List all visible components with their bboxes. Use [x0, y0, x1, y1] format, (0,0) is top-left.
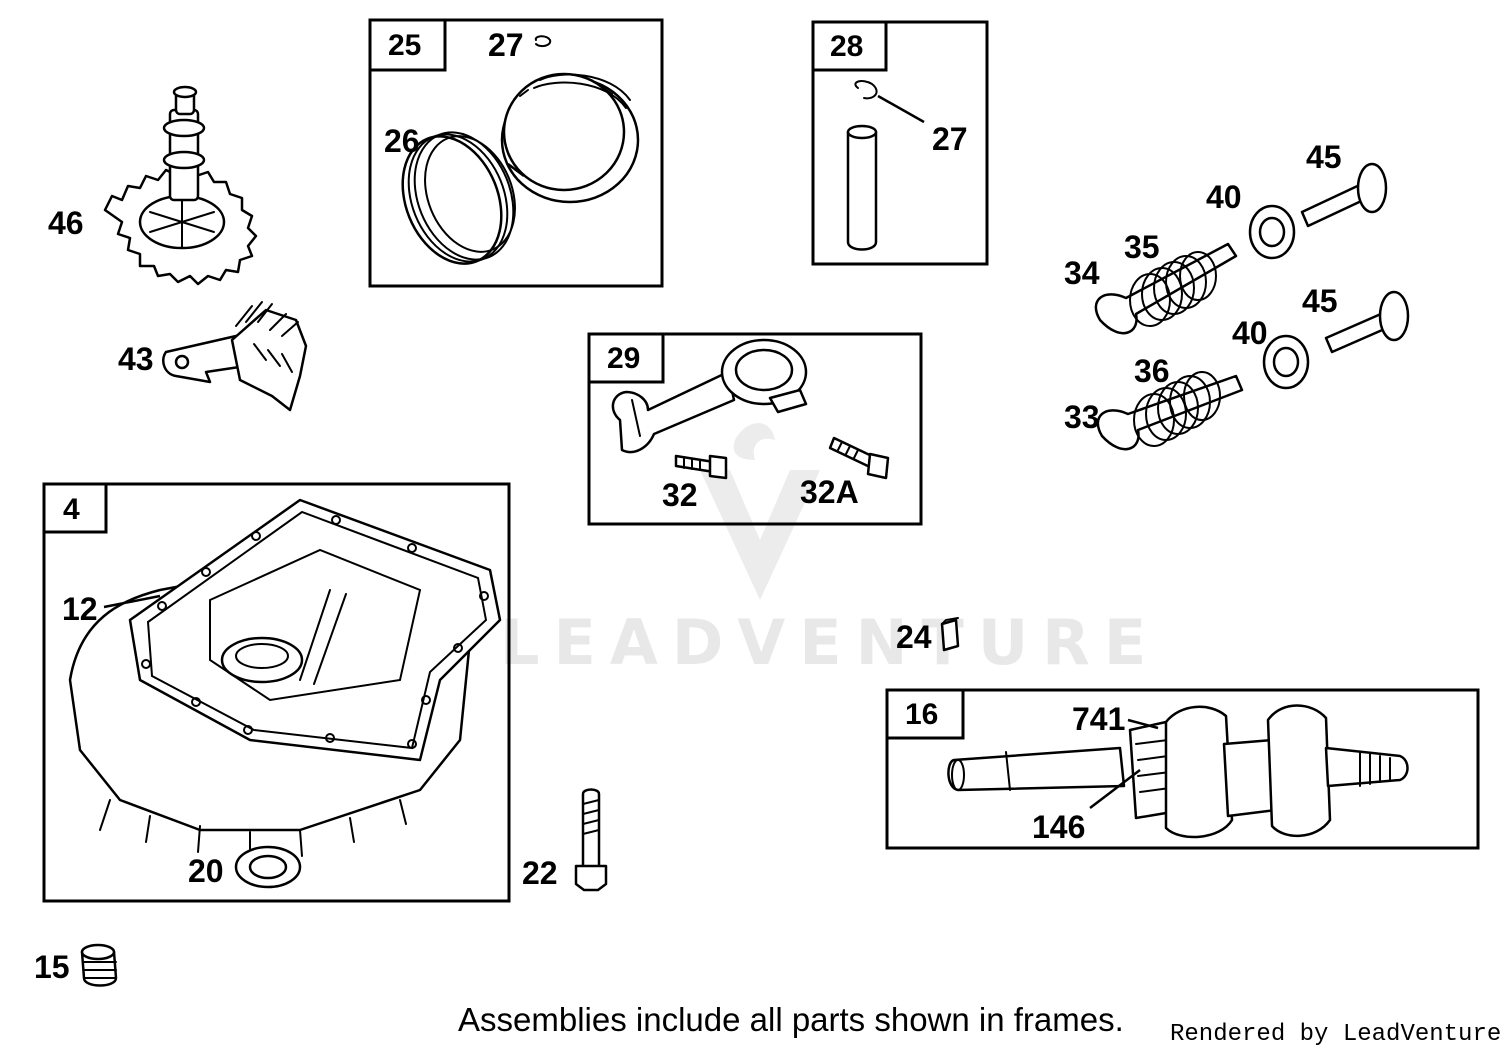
callout-27-b: 27: [932, 121, 968, 157]
callout-40-a: 40: [1206, 179, 1242, 215]
callout-22: 22: [522, 855, 558, 891]
watermark: LEADVENTURE: [500, 423, 1160, 679]
frame-4-sump[interactable]: 4: [42, 482, 511, 903]
frame-25-tag: 25: [388, 29, 421, 62]
rendered-by-credit: Rendered by LeadVenture, Inc.: [1170, 1021, 1500, 1048]
callout-46: 46: [48, 205, 84, 241]
callout-24: 24: [896, 619, 932, 655]
frame-28-tag: 28: [830, 30, 863, 63]
gasket-bolt-holes: [141, 515, 489, 749]
frame-29-connecting-rod[interactable]: 29 32 32A: [587, 332, 923, 526]
frame-16-tag: 16: [905, 698, 938, 731]
frame-28-piston-pin[interactable]: 28 27: [811, 20, 989, 266]
callout-34: 34: [1064, 255, 1100, 291]
part-24-key[interactable]: [940, 617, 960, 652]
piston: [500, 72, 640, 204]
callout-32: 32: [662, 477, 698, 513]
assemblies-note: Assemblies include all parts shown in fr…: [458, 1001, 1124, 1038]
callout-32A: 32A: [800, 474, 859, 510]
callout-12: 12: [62, 591, 98, 627]
valve-spring-35: [1129, 251, 1217, 327]
callout-20: 20: [188, 853, 224, 889]
callout-15: 15: [34, 949, 70, 985]
valve-spring-36: [1133, 371, 1221, 447]
callout-33: 33: [1064, 399, 1100, 435]
part-43-governor[interactable]: [162, 301, 308, 412]
frame-4-tag: 4: [63, 493, 80, 526]
callout-741: 741: [1072, 701, 1125, 737]
callout-36: 36: [1134, 353, 1170, 389]
callout-26: 26: [384, 123, 420, 159]
callout-45-b: 45: [1302, 283, 1338, 319]
part-46-camshaft[interactable]: [103, 85, 258, 286]
callout-27-a: 27: [488, 27, 524, 63]
part-15-plug[interactable]: [80, 943, 118, 987]
callout-40-b: 40: [1232, 315, 1268, 351]
callout-45-a: 45: [1306, 139, 1342, 175]
frame-16-crankshaft[interactable]: 16 741 146: [885, 688, 1480, 850]
valves-group[interactable]: [1094, 162, 1410, 451]
callout-43: 43: [118, 341, 154, 377]
watermark-text: LEADVENTURE: [500, 606, 1160, 679]
frame-25-piston-assembly[interactable]: 25 27 26: [368, 18, 664, 288]
piston-rings: [401, 131, 516, 265]
callout-35: 35: [1124, 229, 1160, 265]
frame-29-tag: 29: [607, 342, 640, 375]
part-22-bolt[interactable]: [574, 788, 608, 892]
part-20-oil-seal: [234, 845, 302, 889]
callout-146: 146: [1032, 809, 1085, 845]
